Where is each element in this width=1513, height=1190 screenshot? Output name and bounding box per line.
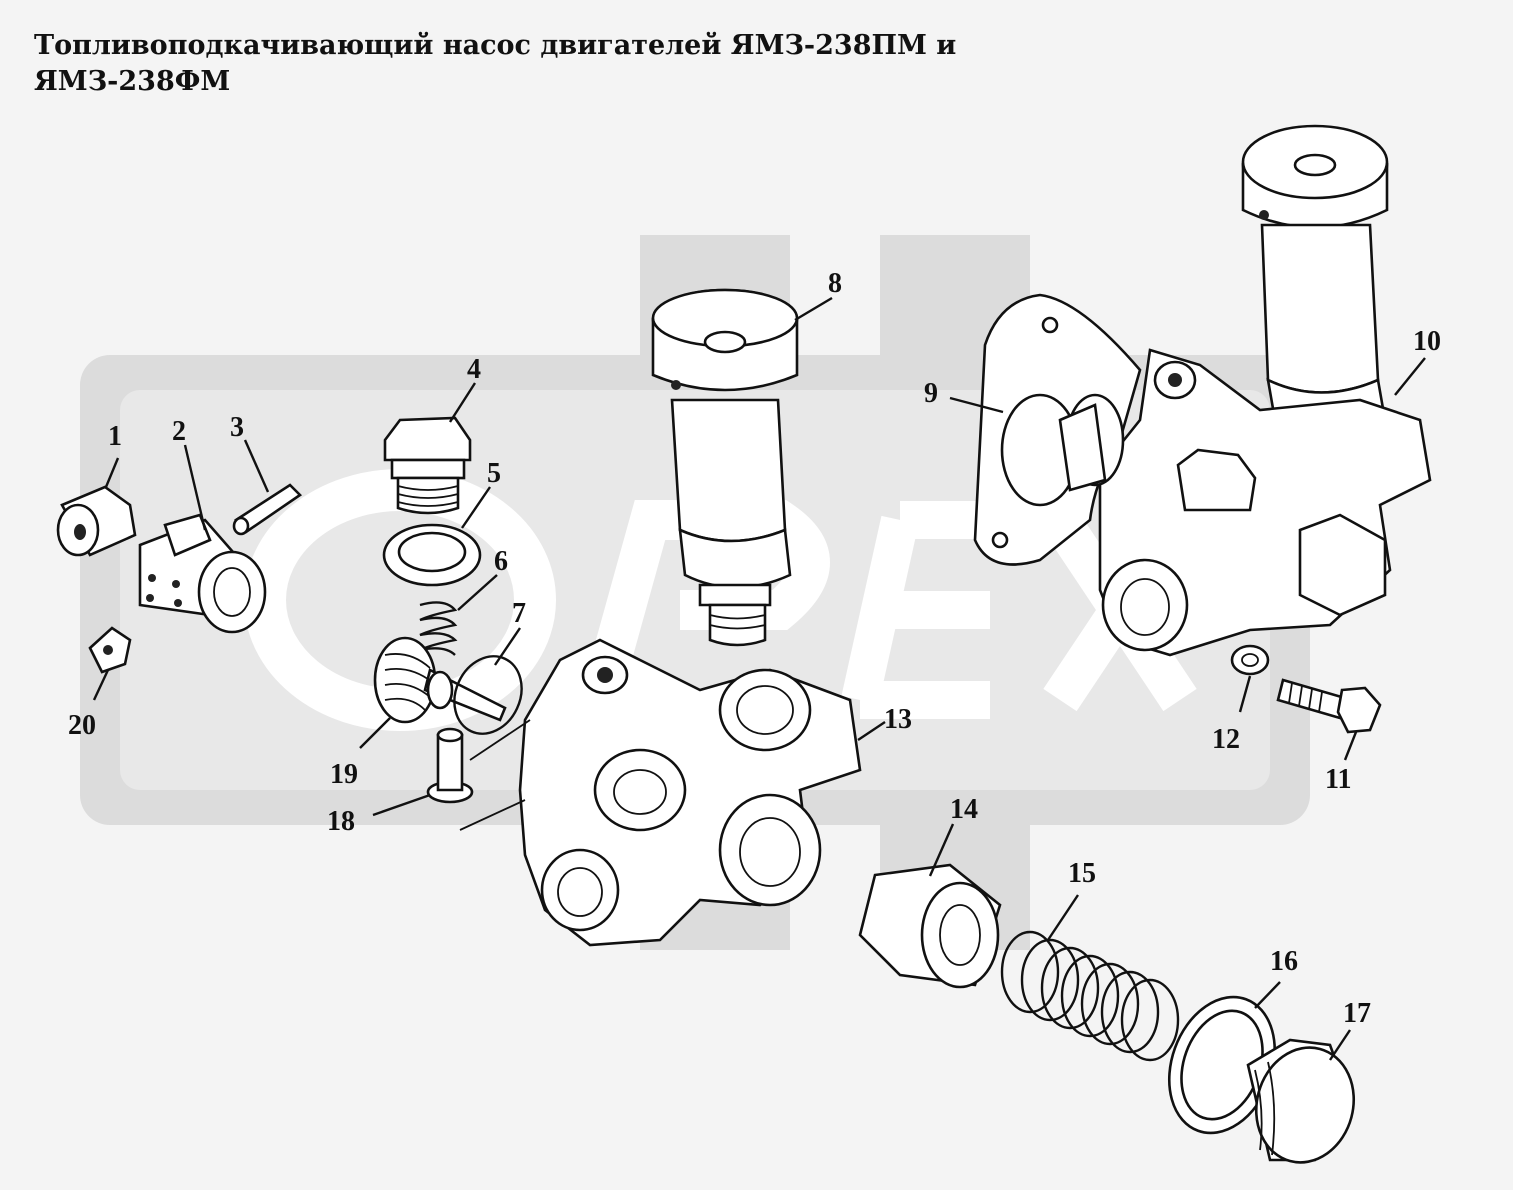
- part-3-pin: [232, 483, 303, 536]
- part-label-7: 7: [512, 598, 526, 629]
- part-label-13: 13: [884, 704, 912, 735]
- part-8-plunger: [651, 288, 799, 647]
- part-4-plug: [383, 416, 472, 515]
- part-13-pump-body: [459, 638, 862, 947]
- part-label-20: 20: [68, 710, 96, 741]
- part-label-18: 18: [327, 806, 355, 837]
- part-label-8: 8: [828, 268, 842, 299]
- part-11-bolt: [1276, 678, 1382, 734]
- part-18-rivet: [426, 727, 474, 804]
- part-label-10: 10: [1413, 326, 1441, 357]
- part-1-sleeve: [56, 485, 137, 557]
- part-label-16: 16: [1270, 946, 1298, 977]
- part-14-cup: [858, 863, 1002, 989]
- part-label-15: 15: [1068, 858, 1096, 889]
- part-12-washer: [1230, 644, 1270, 676]
- part-label-14: 14: [950, 794, 978, 825]
- leader-lines: [92, 296, 1426, 1061]
- part-label-19: 19: [330, 759, 358, 790]
- part-label-2: 2: [172, 416, 186, 447]
- part-label-11: 11: [1325, 764, 1351, 795]
- diagram-title: Топливоподкачивающий насос двигателей ЯМ…: [34, 30, 957, 97]
- part-19-valve: [373, 636, 507, 724]
- part-16-ring: [1167, 995, 1277, 1135]
- part-label-17: 17: [1343, 998, 1371, 1029]
- part-label-5: 5: [487, 458, 501, 489]
- part-2-fork: [138, 513, 267, 634]
- part-label-12: 12: [1212, 724, 1240, 755]
- part-9-gasket: [973, 293, 1142, 566]
- part-15-spring: [1000, 930, 1180, 1062]
- part-5-washer: [382, 523, 482, 587]
- part-20-nut: [88, 626, 132, 674]
- part-label-1: 1: [108, 421, 122, 452]
- part-label-3: 3: [230, 412, 244, 443]
- part-labels: 1 2 3 4 5 6 7 8 9 10 11 12 13 14 15 16 1…: [68, 268, 1441, 1029]
- part-label-4: 4: [467, 354, 481, 385]
- part-7-ring: [453, 655, 523, 735]
- part-label-9: 9: [924, 378, 938, 409]
- part-17-plug: [1246, 1038, 1356, 1164]
- part-10-pump-assembly: [1058, 124, 1432, 657]
- part-label-6: 6: [494, 546, 508, 577]
